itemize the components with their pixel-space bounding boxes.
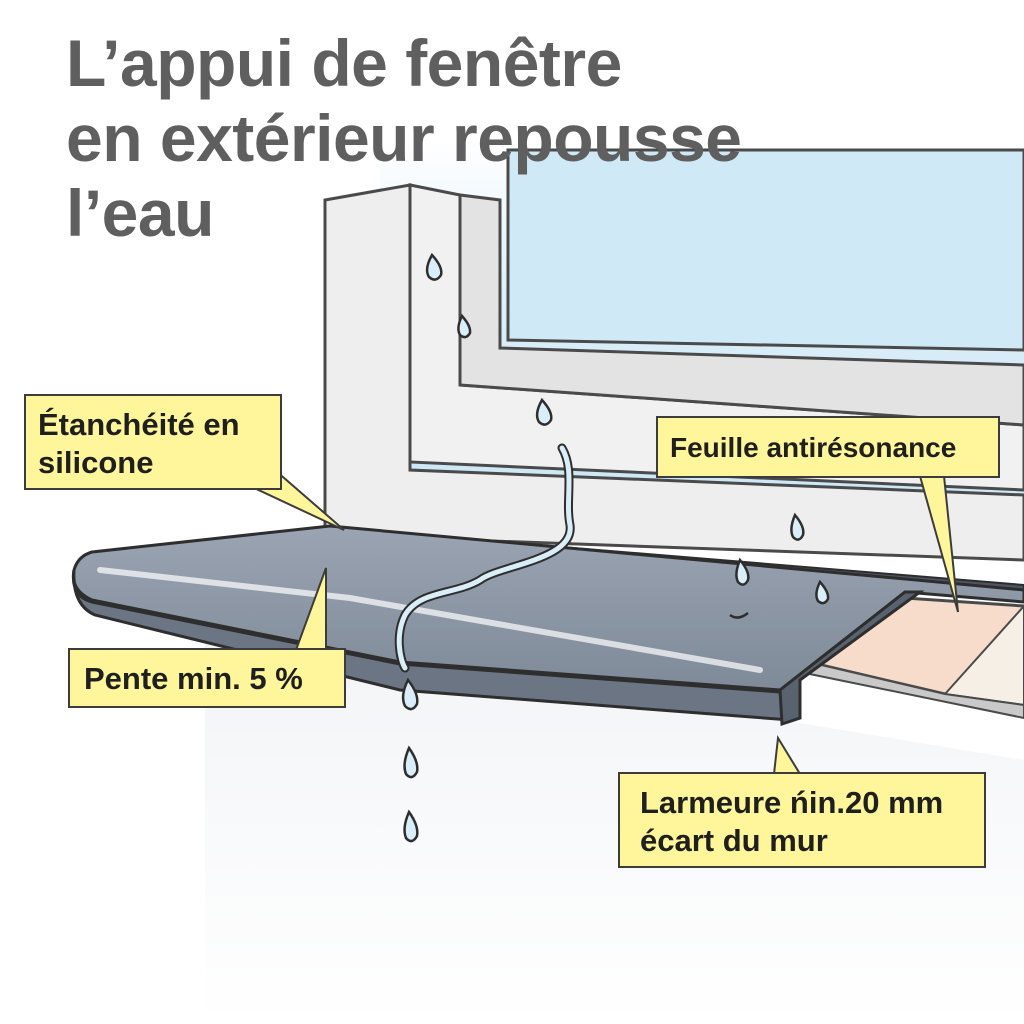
callout-label: Pente min. 5 % (84, 661, 303, 696)
water-drop-icon (425, 252, 443, 281)
sill-highlight (97, 567, 763, 673)
title-line-1: L’appui de fenêtre (66, 26, 622, 100)
callout-anti-resonance-foil: Feuille antirésonance (656, 416, 1000, 478)
falling-drop-icon (401, 677, 419, 711)
window-frame-inner (458, 193, 1024, 427)
wall-below-sill (205, 625, 1024, 1024)
drip-edge-nose (778, 590, 925, 727)
callout-slope: Pente min. 5 % (68, 648, 346, 708)
water-drop-icon (790, 512, 805, 541)
callout-silicone-seal: Étanchéité en silicone (24, 394, 282, 490)
water-drop-icon (457, 313, 472, 339)
page-title: L’appui de fenêtre en extérieur repousse… (66, 26, 742, 251)
title-line-3: l’eau (66, 176, 214, 250)
falling-drop-icon (403, 745, 419, 779)
callout-label: silicone (38, 445, 154, 480)
callout-label: Larmeure ńin.20 mm (640, 785, 944, 820)
water-drop-icon (535, 397, 553, 426)
callout-label: Étanchéité en (38, 407, 240, 442)
window-glass (506, 148, 1024, 352)
falling-drop-icon (403, 809, 419, 843)
water-drop-icon (735, 557, 750, 586)
water-splash-icon (729, 612, 749, 619)
title-line-2: en extérieur repousse (66, 101, 742, 175)
water-drop-icon (815, 579, 830, 605)
callout-label: Feuille antirésonance (670, 432, 957, 463)
callout-drip-edge: Larmeure ńin.20 mm écart du mur (618, 772, 986, 868)
callout-label: écart du mur (640, 823, 828, 858)
water-stream-inner (396, 445, 573, 671)
